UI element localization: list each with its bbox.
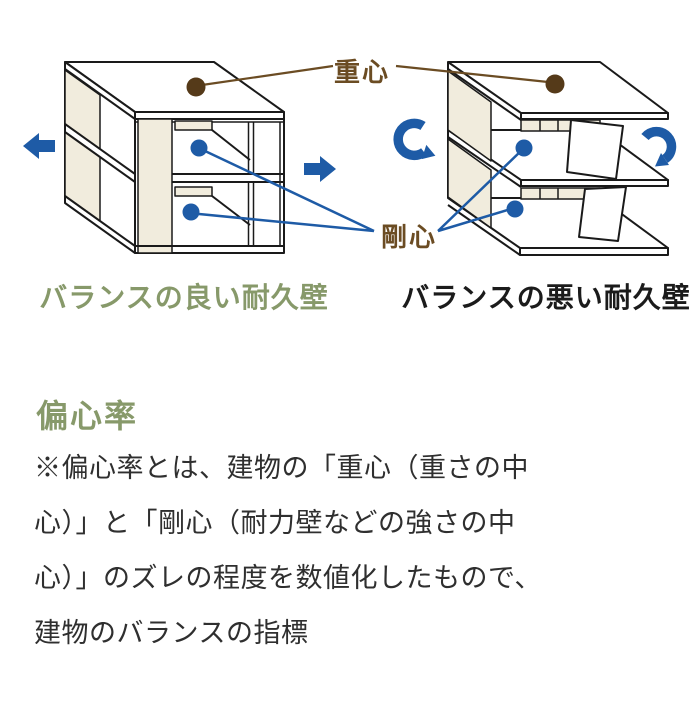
section-heading: 偏心率 — [36, 397, 139, 434]
gravity-dot-left — [186, 77, 206, 97]
right-arrow-icon — [304, 156, 336, 182]
section-description: ※偏心率とは、建物の「重心（重さの中 心）」と「剛心（耐力壁などの強さの中 心）… — [34, 441, 542, 661]
rotate-ccw-icon — [393, 118, 436, 161]
rigidity-dot-left-upper — [190, 139, 208, 157]
structures-illustration — [23, 61, 677, 256]
rigidity-dot-left-lower — [182, 203, 200, 221]
right-diagram-caption: バランスの悪い耐久壁 — [401, 282, 691, 313]
rigidity-leader-left — [198, 149, 375, 233]
leader-lines — [198, 64, 549, 233]
gravity-dot-right — [545, 74, 565, 94]
left-arrow-icon — [23, 133, 55, 159]
center-of-gravity-label: 重心 — [334, 57, 391, 87]
rigidity-dot-right-upper — [515, 139, 533, 157]
description-line: ※偏心率とは、建物の「重心（重さの中 — [34, 453, 529, 483]
gravity-leader-right — [395, 64, 549, 84]
gravity-leader-left — [201, 64, 334, 87]
left-diagram-caption: バランスの良い耐久壁 — [39, 282, 329, 313]
description-line: 心）」のズレの程度を数値化したもので、 — [34, 563, 542, 593]
rotate-cw-icon — [641, 126, 677, 167]
left-structure — [64, 61, 285, 254]
rigidity-leader-right — [437, 148, 524, 233]
arrows — [23, 118, 677, 182]
center-of-rigidity-label: 剛心 — [381, 222, 438, 252]
rigidity-dot-right-lower — [506, 200, 524, 218]
description-line: 建物のバランスの指標 — [34, 618, 309, 648]
markers — [182, 74, 565, 221]
description-line: 心）」と「剛心（耐力壁などの強さの中 — [34, 508, 516, 538]
